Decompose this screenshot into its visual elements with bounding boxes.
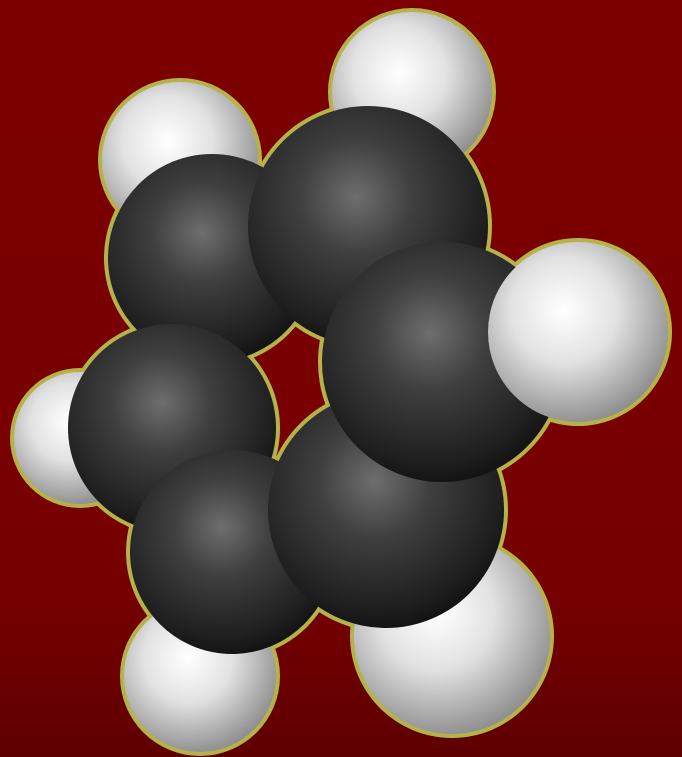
ring-center-gap <box>304 372 316 412</box>
atoms <box>14 12 668 752</box>
hydrogen-atom-6 <box>488 242 668 422</box>
